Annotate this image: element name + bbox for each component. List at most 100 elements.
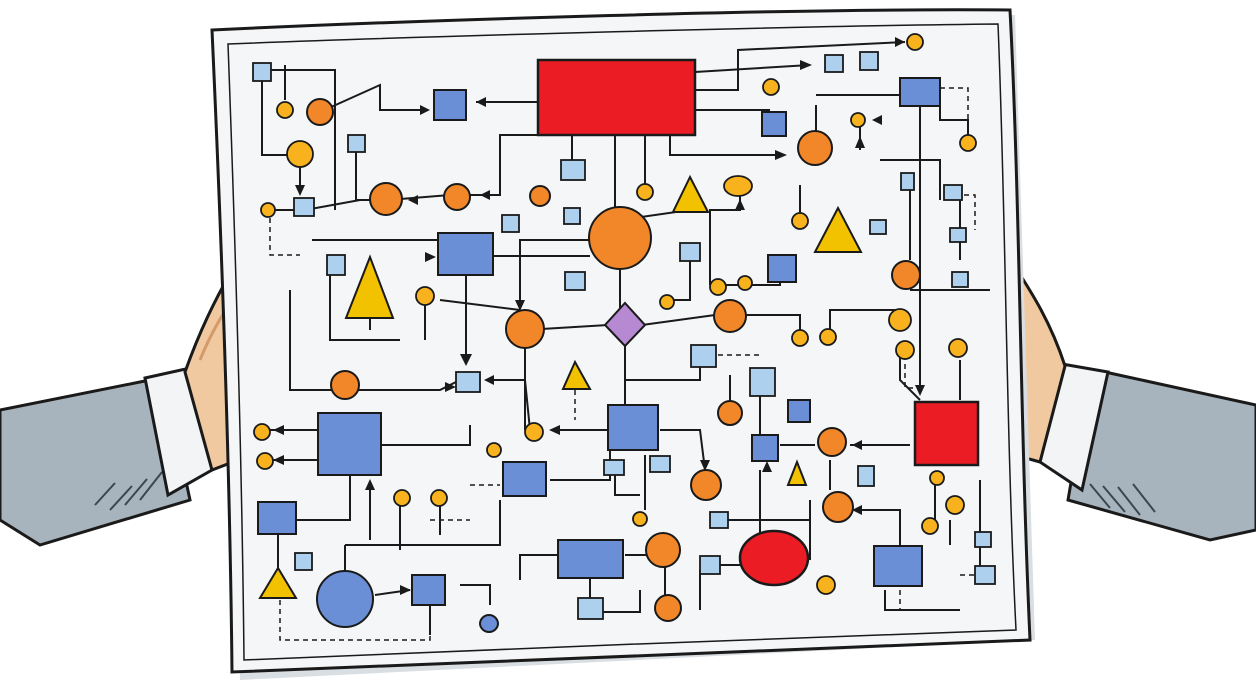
yellow-triangle-node — [813, 205, 863, 253]
yellow-triangle-nodes — [258, 174, 863, 599]
blue-square-node — [751, 434, 779, 462]
light-blue-square-node — [347, 134, 366, 153]
light-blue-square-node — [563, 207, 581, 225]
arrow-icon — [408, 195, 418, 205]
yellow-triangle-node — [344, 254, 395, 319]
light-blue-square-node — [501, 214, 520, 233]
small-circle-node — [948, 338, 968, 358]
light-blue-square-node — [326, 254, 346, 276]
arrow-icon — [915, 385, 925, 396]
arrow-icon — [852, 440, 862, 450]
blue-square-node — [899, 77, 941, 107]
blue-square-node — [257, 501, 297, 535]
orange-circle-node — [529, 185, 551, 207]
arrow-icon — [273, 425, 284, 435]
red-ellipse-node — [738, 529, 810, 587]
orange-circle-node — [645, 532, 681, 568]
small-circle-node — [895, 340, 915, 360]
light-blue-square-node — [679, 242, 701, 262]
light-blue-square-node — [974, 531, 992, 548]
yellow-triangle-node — [786, 459, 808, 486]
light-blue-square-node — [951, 271, 969, 288]
light-blue-square-node — [560, 159, 586, 181]
yellow-triangle-node — [561, 359, 592, 390]
yellow-triangle-node — [258, 566, 298, 599]
arrow-icon — [476, 97, 486, 107]
small-circle-node — [819, 328, 837, 346]
blue-square-node — [433, 89, 467, 121]
light-blue-square-node — [900, 172, 915, 191]
light-blue-square-node — [603, 459, 625, 476]
arrow-icon — [762, 461, 772, 472]
orange-circle-node — [717, 400, 743, 426]
arrow-icon — [700, 460, 710, 471]
small-circle-node — [636, 183, 654, 201]
blue-square-node — [873, 545, 923, 587]
arrow-icon — [480, 190, 490, 200]
light-blue-square-node — [293, 197, 315, 217]
orange-circle-node — [817, 427, 847, 457]
blue-half-circle-node — [478, 614, 500, 634]
right-sleeve-hatching — [1089, 483, 1156, 516]
small-circle-node — [723, 175, 753, 197]
paper-inner-border — [227, 23, 1017, 661]
arrow-icon — [855, 136, 865, 148]
light-blue-square-node — [577, 597, 604, 620]
arrow-icon — [775, 150, 787, 160]
arrow-icon — [872, 115, 882, 125]
arrow-icon — [425, 252, 436, 262]
orange-circle-node — [306, 98, 334, 126]
small-circle-node — [906, 33, 924, 51]
arrow-icon — [895, 37, 905, 47]
light-blue-square-node — [252, 62, 272, 82]
small-circle-node — [850, 112, 866, 128]
small-circle-node — [929, 470, 945, 486]
small-circle-node — [253, 423, 271, 441]
small-circle-node — [260, 202, 276, 218]
red-rectangle-node — [536, 58, 697, 137]
arrow-icon — [549, 425, 560, 435]
blue-square-node — [411, 574, 446, 606]
arrow-icon — [420, 105, 430, 115]
small-circle-node — [921, 517, 939, 535]
light-blue-square-node — [564, 271, 586, 291]
light-blue-square-node — [974, 565, 996, 585]
blue-square-node — [761, 111, 787, 137]
yellow-triangle-node — [671, 174, 710, 213]
small-circle-node — [393, 489, 411, 507]
small-circle-node — [959, 134, 977, 152]
blue-square-node — [502, 461, 547, 497]
orange-circle-node — [588, 206, 652, 270]
arrow-icon — [295, 185, 305, 196]
light-blue-square-node — [455, 371, 481, 393]
light-blue-square-node — [699, 555, 721, 575]
orange-circle-node — [654, 594, 682, 622]
dashed-connectors — [269, 87, 980, 641]
arrowheads — [273, 37, 925, 595]
small-circle-node — [791, 212, 809, 230]
small-yellow-circle-nodes — [253, 33, 977, 595]
light-blue-square-node — [857, 465, 875, 487]
small-circle-node — [791, 329, 809, 347]
small-circle-node — [816, 575, 836, 595]
orange-circle-node — [713, 299, 747, 333]
small-circle-node — [762, 78, 780, 96]
blue-square-node — [557, 539, 624, 579]
light-blue-square-node — [824, 54, 844, 73]
small-circle-node — [709, 278, 727, 296]
light-blue-square-node — [749, 367, 776, 397]
arrow-icon — [800, 60, 812, 70]
light-blue-square-nodes — [252, 51, 996, 620]
arrow-icon — [852, 505, 862, 515]
blue-circle-node — [316, 570, 374, 628]
blue-square-node — [317, 412, 382, 476]
arrow-icon — [365, 479, 375, 490]
small-circle-node — [659, 294, 675, 310]
orange-circle-node — [369, 182, 403, 216]
light-blue-square-node — [649, 455, 671, 473]
small-circle-node — [256, 452, 274, 470]
orange-circle-node — [443, 183, 471, 211]
orange-circle-node — [505, 309, 545, 349]
arrow-icon — [484, 375, 494, 385]
